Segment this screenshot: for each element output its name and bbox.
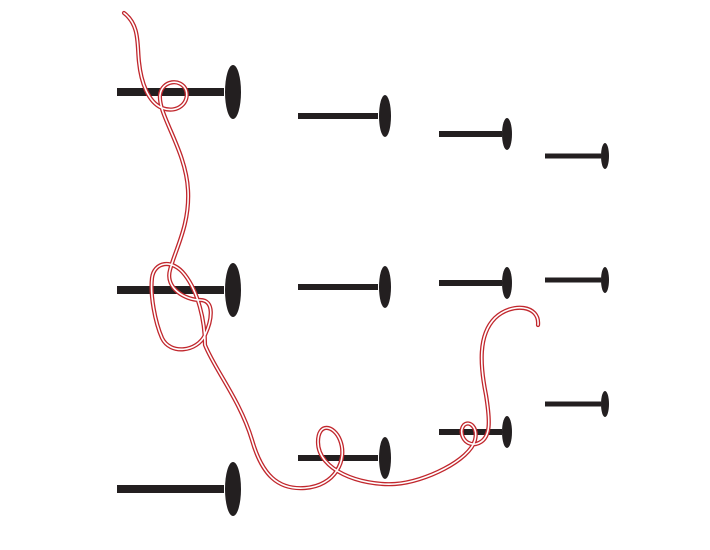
- peg-medium-3: [298, 437, 391, 479]
- peg-shaft: [298, 284, 378, 290]
- peg-head: [601, 267, 609, 293]
- peg-small-1: [439, 118, 512, 150]
- peg-shaft: [439, 131, 502, 137]
- peg-head: [502, 267, 512, 299]
- peg-large-3: [117, 462, 241, 516]
- peg-tiny-3: [545, 391, 609, 417]
- peg-large-1: [117, 65, 241, 119]
- peg-head: [502, 416, 512, 448]
- peg-medium-1: [298, 95, 391, 137]
- peg-tiny-1: [545, 143, 609, 169]
- peg-small-2: [439, 267, 512, 299]
- string-core: [123, 12, 539, 489]
- peg-shaft: [298, 113, 378, 119]
- peg-head: [601, 143, 609, 169]
- peg-head: [379, 95, 391, 137]
- peg-shaft: [545, 153, 601, 159]
- peg-head: [225, 263, 241, 317]
- peg-shaft: [439, 429, 502, 435]
- peg-head: [379, 437, 391, 479]
- peg-shaft: [439, 280, 502, 286]
- peg-head: [225, 462, 241, 516]
- peg-tiny-2: [545, 267, 609, 293]
- peg-shaft: [545, 401, 601, 407]
- peg-shaft: [298, 455, 378, 461]
- peg-shaft: [545, 277, 601, 283]
- peg-shaft: [117, 485, 224, 493]
- peg-small-3: [439, 416, 512, 448]
- peg-large-2: [117, 263, 241, 317]
- string-group: [121, 10, 541, 491]
- peg-head: [225, 65, 241, 119]
- peg-head: [379, 266, 391, 308]
- peg-head: [601, 391, 609, 417]
- pegs-group: [117, 65, 609, 516]
- peg-head: [502, 118, 512, 150]
- peg-shaft: [117, 88, 224, 96]
- peg-shaft: [117, 286, 224, 294]
- peg-medium-2: [298, 266, 391, 308]
